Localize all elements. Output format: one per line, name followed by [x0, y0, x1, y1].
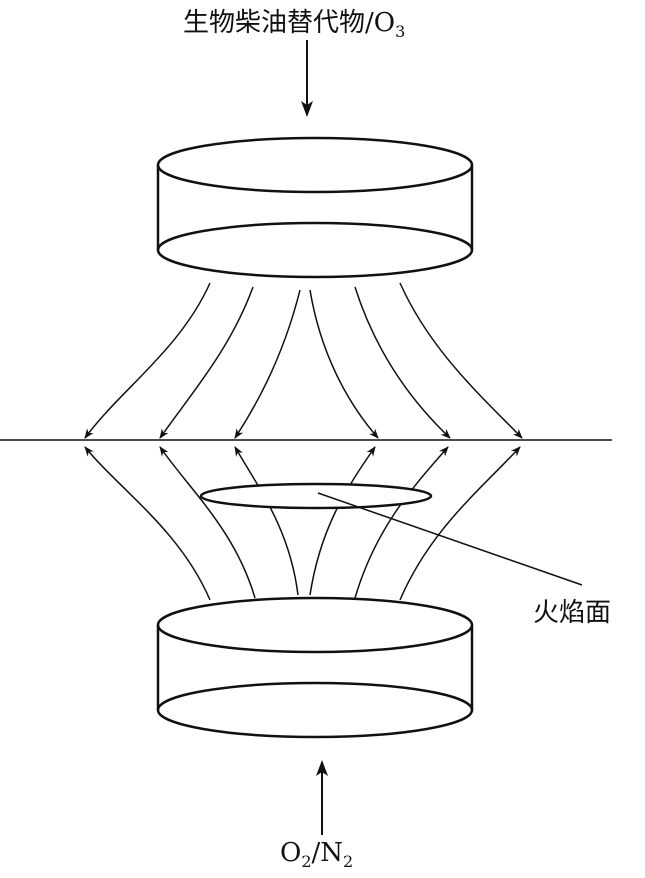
- lower-nozzle-top-rim: [156, 596, 474, 654]
- oxidizer-label-n: /N: [311, 838, 344, 868]
- streamline: [159, 286, 254, 439]
- streamline: [159, 446, 256, 599]
- lower-flow-streamlines: [84, 446, 521, 601]
- streamline: [234, 289, 301, 439]
- streamline: [354, 286, 451, 439]
- upper-flow-streamlines: [84, 282, 523, 439]
- flame-label: 火焰面: [533, 598, 612, 628]
- oxidizer-label: O2/N2: [280, 838, 353, 871]
- streamline: [399, 446, 521, 601]
- lower-nozzle-bottom-rim: [156, 681, 474, 739]
- flame-leader-line: [317, 492, 583, 586]
- upper-nozzle: [156, 136, 474, 279]
- oxidizer-label-o: O: [280, 838, 302, 868]
- streamline: [354, 446, 449, 599]
- streamline: [84, 446, 211, 601]
- upper-nozzle-bottom-rim: [156, 221, 474, 279]
- upper-nozzle-sides: [156, 165, 474, 250]
- flame-surface: [199, 482, 433, 510]
- oxidizer-label-o-sub: 2: [301, 852, 312, 872]
- streamline: [399, 282, 523, 439]
- fuel-label-text: 生物柴油替代物/O: [183, 8, 396, 38]
- upper-nozzle-top-rim: [156, 136, 474, 194]
- fuel-label-subscript: 3: [395, 22, 406, 42]
- streamline: [234, 446, 299, 596]
- streamline: [309, 289, 379, 439]
- streamline: [309, 446, 376, 596]
- fuel-label: 生物柴油替代物/O3: [183, 2, 405, 41]
- lower-nozzle-sides: [156, 625, 474, 710]
- oxidizer-label-n-sub: 2: [343, 852, 354, 872]
- streamline: [84, 282, 211, 439]
- lower-nozzle: [156, 596, 474, 739]
